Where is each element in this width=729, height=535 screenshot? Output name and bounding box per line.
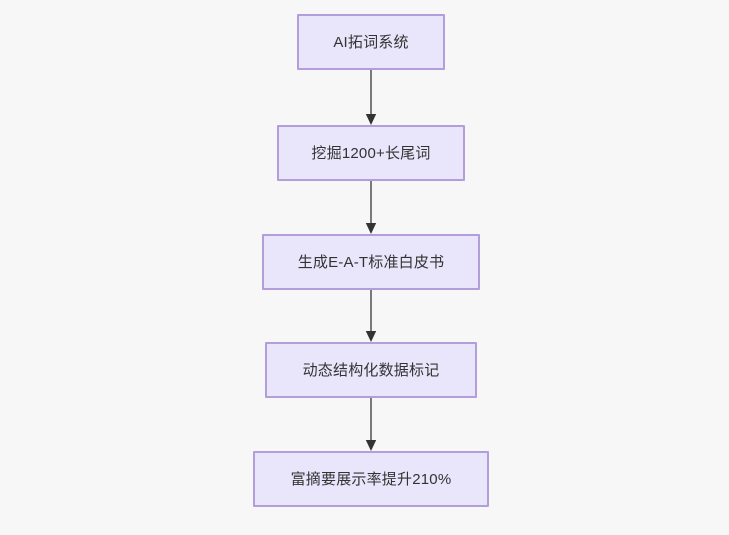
- flow-node-label: 生成E-A-T标准白皮书: [297, 253, 445, 271]
- flow-node-dynamic-structured-data-markup[interactable]: 动态结构化数据标记: [265, 342, 477, 398]
- flow-node-label: AI拓词系统: [333, 33, 409, 51]
- flow-node-mine-longtail-keywords[interactable]: 挖掘1200+长尾词: [277, 125, 465, 181]
- flow-node-rich-snippet-impression-uplift[interactable]: 富摘要展示率提升210%: [253, 451, 489, 507]
- flow-edge-n1-n2: [364, 70, 378, 125]
- flow-node-ai-keyword-system[interactable]: AI拓词系统: [297, 14, 445, 70]
- flow-node-generate-eat-whitepaper[interactable]: 生成E-A-T标准白皮书: [262, 234, 480, 290]
- flow-edge-n2-n3: [364, 181, 378, 234]
- flow-node-label: 富摘要展示率提升210%: [290, 470, 452, 488]
- flow-node-label: 动态结构化数据标记: [302, 361, 440, 379]
- flow-node-label: 挖掘1200+长尾词: [311, 144, 431, 162]
- flow-edge-n4-n5: [364, 397, 378, 451]
- flow-edge-n3-n4: [364, 290, 378, 342]
